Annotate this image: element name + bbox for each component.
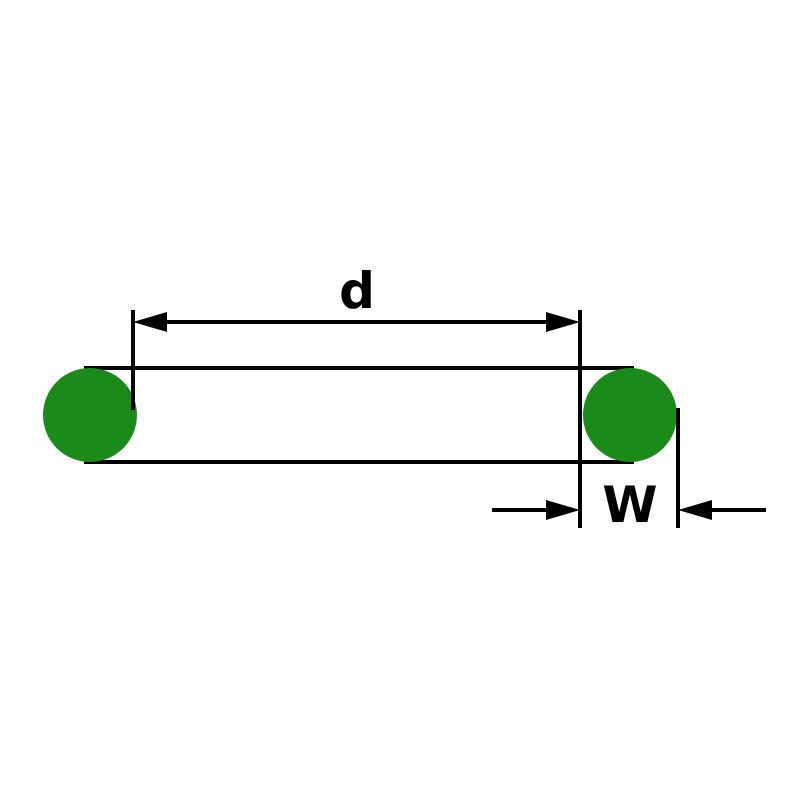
w-arrowhead-right <box>678 500 712 520</box>
right-cross-section-circle <box>583 368 677 462</box>
w-arrowhead-left <box>546 500 580 520</box>
left-cross-section-circle <box>43 368 137 462</box>
d-arrowhead-left <box>133 312 167 332</box>
w-label: W <box>602 476 657 534</box>
d-arrowhead-right <box>546 312 580 332</box>
d-label: d <box>339 262 375 320</box>
